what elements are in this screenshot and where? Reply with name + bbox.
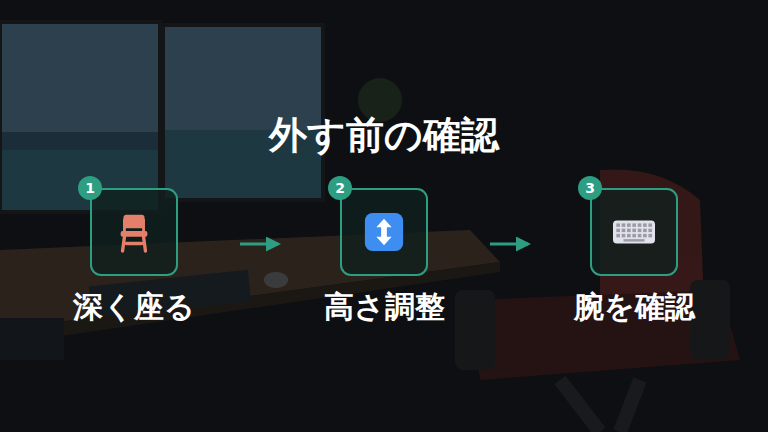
step-icon	[342, 190, 426, 274]
step-label: 腕を確認	[574, 288, 695, 326]
callout-number: 3	[578, 176, 602, 200]
callout-number: 1	[78, 176, 102, 200]
flow-arrow	[490, 243, 528, 246]
slide-title: 外す前の確認	[0, 112, 768, 158]
flow-arrow	[240, 243, 278, 246]
step-box: 高さ調整	[340, 188, 428, 276]
step-icon	[92, 190, 176, 274]
step-label: 高さ調整	[324, 288, 445, 326]
step-box: 深く座る	[90, 188, 178, 276]
step-box: 腕を確認	[590, 188, 678, 276]
step-label: 深く座る	[73, 288, 195, 326]
step-icon	[592, 190, 676, 274]
callout-number: 2	[328, 176, 352, 200]
